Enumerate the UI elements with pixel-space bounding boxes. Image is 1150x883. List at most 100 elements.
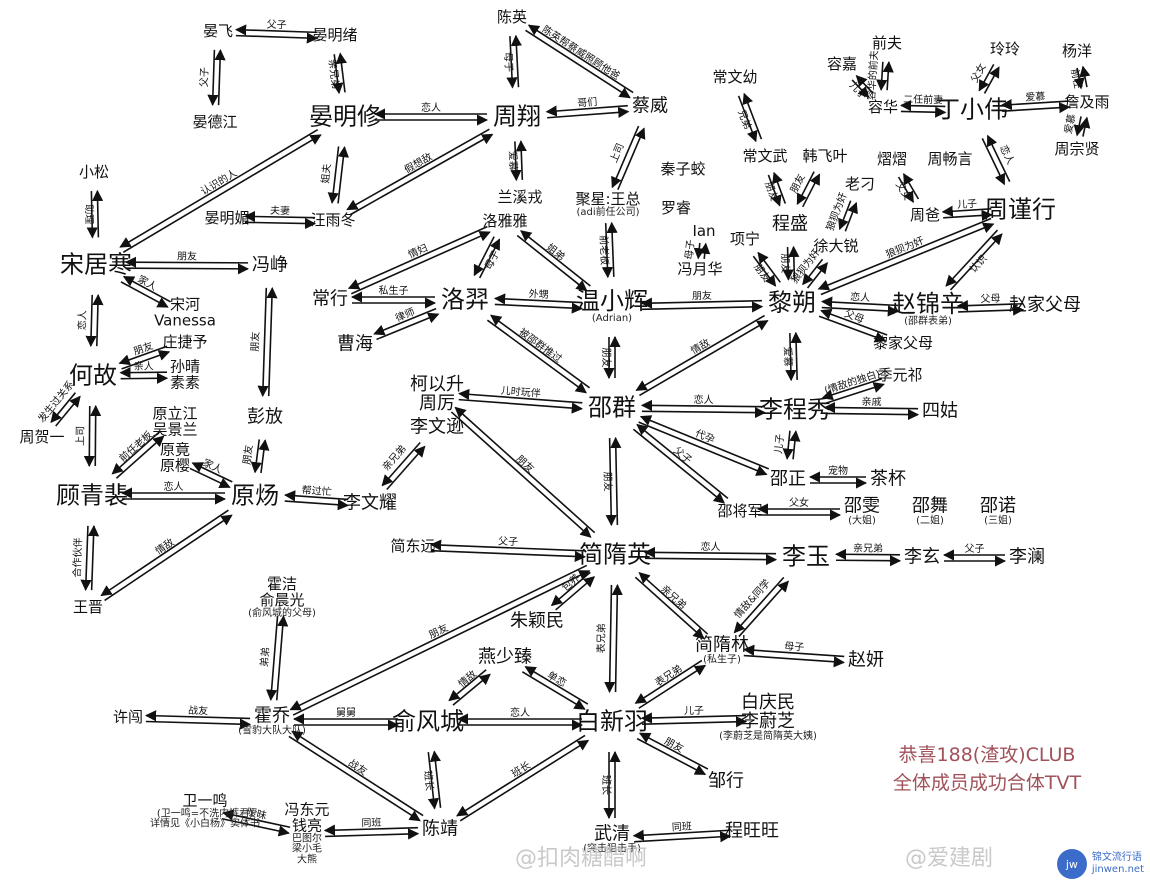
edge-arrow-forward xyxy=(122,134,322,253)
edge-arrow-forward xyxy=(427,752,440,810)
edge-label: 认识 xyxy=(966,252,989,276)
edge-arrow-back xyxy=(738,580,789,638)
edge-arrow-forward xyxy=(605,438,617,527)
edge-arrow-forward xyxy=(876,61,888,91)
edge-label: 朋友 xyxy=(132,339,155,358)
edge-arrow-back xyxy=(243,210,316,223)
edge-jiansuilin-baixinyu: 表兄弟 xyxy=(634,659,707,709)
node-sub: (三姐) xyxy=(984,515,1012,527)
edge-arrow-back xyxy=(742,92,763,140)
node-note: (俞风城的父母) xyxy=(248,607,316,619)
node-wenxiaohui: 温小辉(Adrian) xyxy=(576,289,648,325)
node-lilan: 李澜 xyxy=(1009,548,1045,568)
edge-arrow-forward xyxy=(820,222,995,296)
node-liwenyao: 李文耀 xyxy=(343,494,397,514)
node-zhaojiafumu: 赵家父母 xyxy=(1009,296,1081,316)
edge-arrow-back xyxy=(945,229,999,287)
node-label: 容华 xyxy=(867,98,899,117)
node-label: 程盛 xyxy=(772,213,808,235)
edge-arrow-forward xyxy=(430,549,587,563)
node-label: 柯以升 xyxy=(410,374,464,396)
edge-arrow-back xyxy=(632,829,730,841)
edge-arrow-forward xyxy=(782,247,794,281)
edge-baixinyu-wuqing: 班长 xyxy=(600,750,621,820)
watermark-2: @爱建剧 xyxy=(905,846,994,871)
node-sub: (大姐) xyxy=(848,515,876,527)
edge-label: 前任 xyxy=(1068,67,1085,89)
edge-arrow-forward xyxy=(373,307,437,336)
edge-label: 朋友 xyxy=(662,734,686,755)
node-qinziao: 秦子蛟 xyxy=(660,161,705,178)
edge-label: 同班 xyxy=(672,820,693,833)
edge-label: 朋友 xyxy=(427,621,451,641)
edge-arrow-back xyxy=(983,66,1000,94)
edge-arrow-back xyxy=(643,546,777,559)
edge-label: 合作伙伴 xyxy=(70,537,84,577)
node-qianfu: 前夫 xyxy=(872,35,902,52)
node-shaozheng: 邵正 xyxy=(770,470,806,490)
edge-arrow-back xyxy=(92,293,104,347)
edge-arrow-back xyxy=(292,570,591,716)
edge-arrow-forward xyxy=(752,255,777,287)
edge-label: 父母 xyxy=(980,293,1000,306)
edge-arrow-forward xyxy=(641,406,767,419)
edge-label: 助理 xyxy=(83,204,96,224)
node-wuqing: 武清(突击狙击手) xyxy=(583,824,641,854)
node-label: 茶杯 xyxy=(870,468,906,490)
node-sub: (私生子) xyxy=(703,654,741,666)
node-laodiao: 老刁 xyxy=(845,176,875,193)
node-label: 晏明修 xyxy=(309,102,381,131)
edge-arrow-forward xyxy=(639,320,769,397)
edge-yanmingmei-wangyudong: 夫妻 xyxy=(243,204,317,230)
edge-arrow-forward xyxy=(767,174,782,207)
edge-label: 朋友 xyxy=(779,253,793,273)
edge-arrow-back xyxy=(820,296,899,308)
edge-luoyi-caohai: 律师 xyxy=(373,305,440,341)
node-label: 罗睿 xyxy=(660,199,692,218)
edge-arrow-back xyxy=(234,24,318,36)
edge-arrow-back xyxy=(92,189,104,238)
edge-arrow-back xyxy=(527,24,634,94)
node-yanmingxiu: 晏明修 xyxy=(309,104,381,129)
node-label: 李文逊 xyxy=(410,416,464,438)
edge-arrow-back xyxy=(817,217,992,291)
edge-label: 单恋 xyxy=(545,668,569,689)
edge-arrow-back xyxy=(545,104,628,117)
edge-label: (情敌的独白) xyxy=(823,367,882,397)
edge-lishuo-zhaojinxin: 恋人 xyxy=(820,290,900,317)
edge-wuqing-chengwangwang: 同班 xyxy=(632,820,732,843)
edge-kywzwen-jiansuiying: 朋友 xyxy=(450,406,596,538)
edge-label: 亲兄弟 xyxy=(658,582,689,612)
node-sub: (卫一鸣=不洗内裤君) xyxy=(156,808,254,820)
node-label: 玲玲 xyxy=(989,40,1021,59)
node-zhaoyan: 赵妍 xyxy=(848,651,884,671)
edge-arrow-back xyxy=(347,225,488,290)
node-label: 熠熠 xyxy=(876,150,908,169)
edge-label: 舅舅 xyxy=(336,707,356,719)
edge-label: 家人 xyxy=(201,456,225,476)
edge-arrow-forward xyxy=(83,405,95,468)
edge-baixinyu-baiqingmin: 儿子 xyxy=(640,705,748,728)
edge-arrow-back xyxy=(524,666,589,705)
node-wanggu: 四姑 xyxy=(922,402,958,422)
node-label: 小松 xyxy=(78,163,110,182)
edge-lishuo-zhoujinxing: 狼狈为奸 xyxy=(817,217,995,296)
edge-arrow-back xyxy=(473,236,495,277)
edge-label: 宠物 xyxy=(828,464,848,477)
edge-arrow-back xyxy=(454,406,596,534)
edge-wangjin-yuanyang: 情敌 xyxy=(100,509,233,602)
edge-arrow-back xyxy=(90,404,102,467)
node-jiansuiying: 简隋英 xyxy=(579,542,651,567)
node-zouxing: 邹行 xyxy=(708,772,744,792)
edge-arrow-back xyxy=(214,48,226,106)
edge-arrow-back xyxy=(458,388,583,404)
edge-arrow-back xyxy=(900,106,947,118)
edge-arrow-forward xyxy=(818,315,887,343)
node-huoqiao: 霍乔(雪豹大队大队) xyxy=(238,706,306,736)
node-label: 原竟 xyxy=(159,440,191,459)
node-label: 冯月华 xyxy=(677,260,723,279)
node-guqingpei: 顾青裴 xyxy=(56,483,128,508)
node-caohai: 曹海 xyxy=(337,335,373,355)
edge-arrow-forward xyxy=(733,576,785,634)
edge-arrow-back xyxy=(124,256,249,268)
